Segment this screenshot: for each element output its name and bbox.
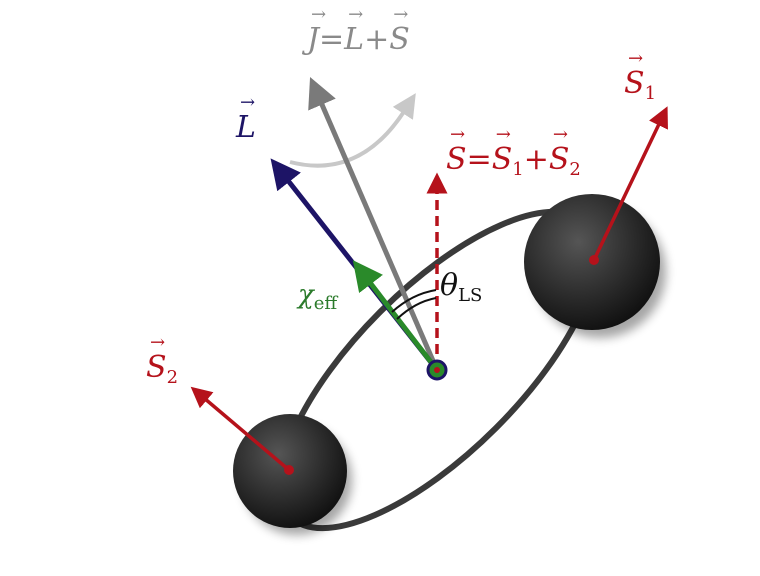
l-label: L [236, 92, 256, 145]
s-label: S=S1+S2 [446, 124, 581, 180]
s2-label: S2 [146, 332, 178, 388]
chi-eff-label: χeff [298, 280, 338, 314]
theta-ls-label: θLS [440, 268, 483, 306]
theta-angle-arc [391, 289, 437, 313]
s1-origin-dot [589, 255, 599, 265]
s1-vector-arrow [592, 106, 668, 261]
j-vector-arrow [308, 77, 440, 371]
center-dot [434, 367, 440, 373]
s2-vector-arrow [190, 386, 291, 472]
chi-eff-arrow [352, 260, 439, 372]
s2-origin-dot [284, 465, 294, 475]
precession-arrow [289, 93, 416, 168]
theta-angle-arc-2 [396, 297, 437, 320]
j-label: J=L+S [307, 4, 410, 57]
s1-label: S1 [624, 48, 656, 104]
